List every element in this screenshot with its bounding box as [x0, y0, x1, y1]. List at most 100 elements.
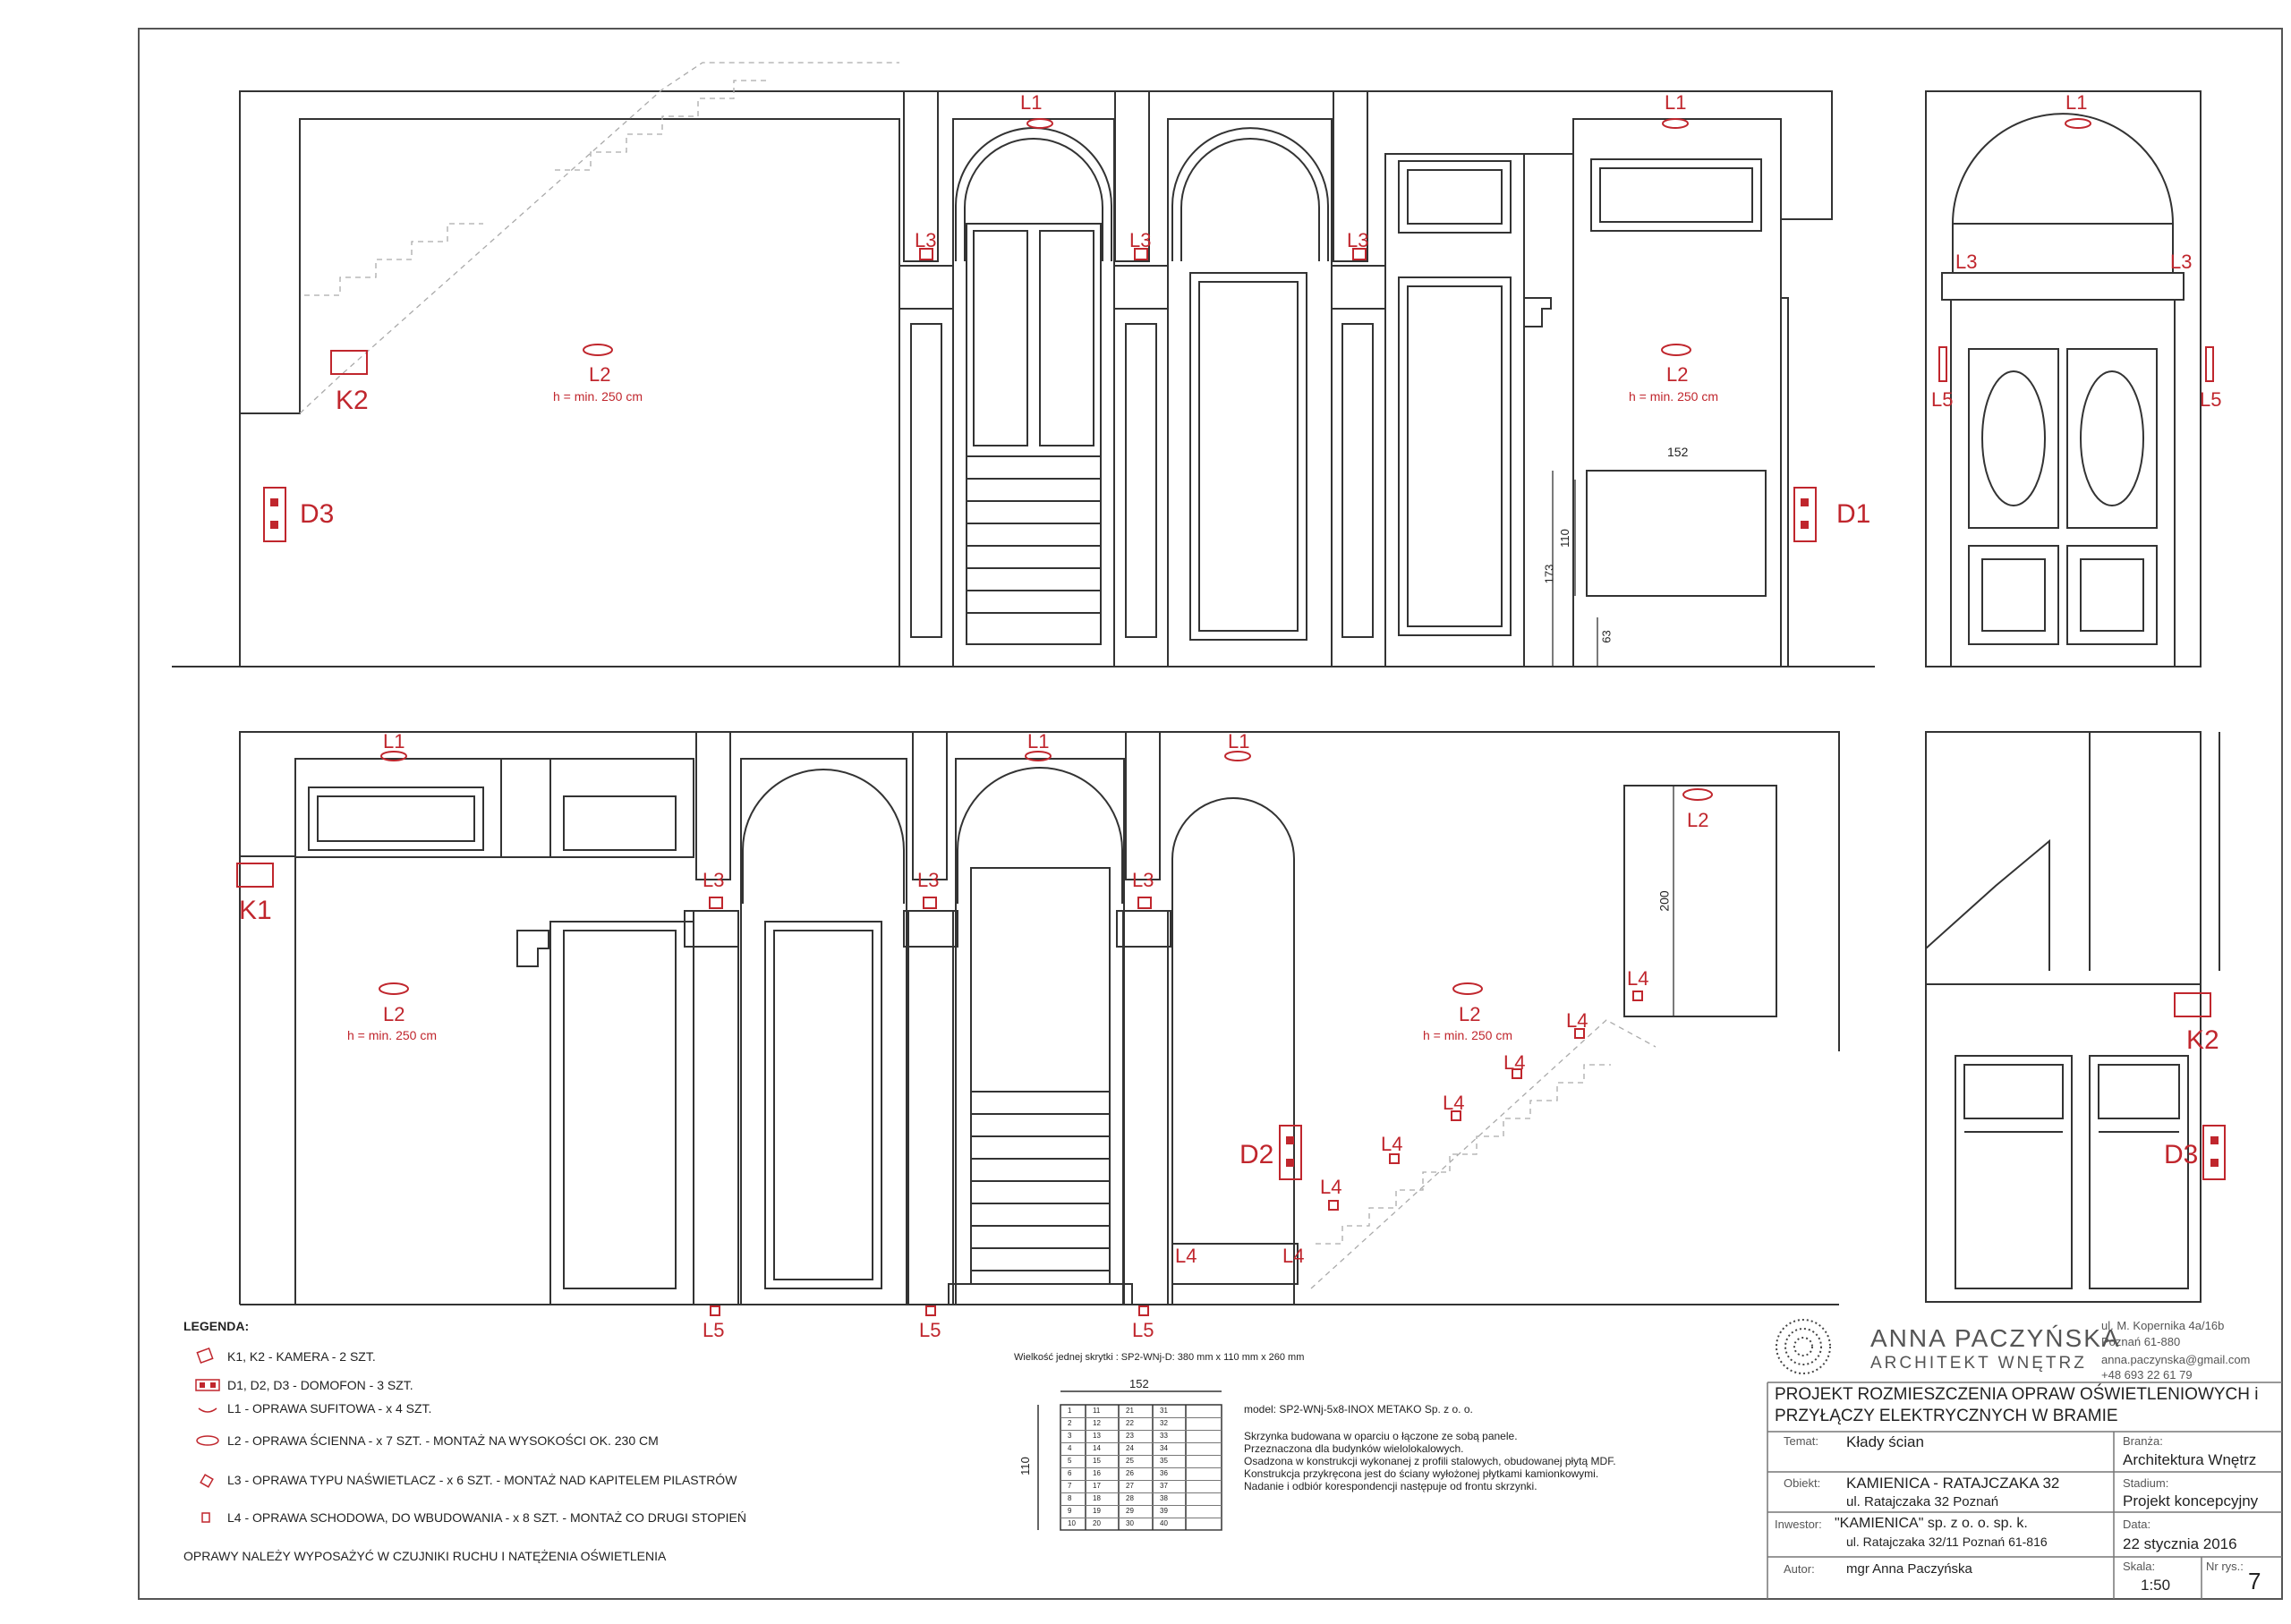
mailbox-note-line: Konstrukcja przykręcona jest do ściany w…	[1244, 1467, 1599, 1480]
temat-label: Temat:	[1784, 1434, 1819, 1448]
mailbox-cell: 5	[1068, 1457, 1072, 1465]
legend-item-domophone: D1, D2, D3 - DOMOFON - 3 SZT.	[195, 1376, 413, 1394]
mailbox-size-note: Wielkość jednej skrytki : SP2-WNj-D: 380…	[1014, 1352, 1305, 1363]
note-height-1: h = min. 250 cm	[553, 389, 643, 404]
dim-mailbox-base: 63	[1599, 630, 1614, 643]
mailbox-row-line	[1060, 1505, 1222, 1506]
label-L1-bottom-3: L1	[1228, 730, 1250, 752]
address-line-1: ul. M. Kopernika 4a/16b	[2101, 1319, 2225, 1332]
mailbox-note-line: Skrzynka budowana w oparciu o łączone ze…	[1244, 1430, 1518, 1442]
mailbox-cell: 1	[1068, 1407, 1072, 1415]
mailbox-cell: 34	[1160, 1444, 1168, 1452]
skala-value: 1:50	[2141, 1577, 2171, 1594]
phone: +48 693 22 61 79	[2101, 1368, 2193, 1382]
legend-item-label: L3 - OPRAWA TYPU NAŚWIETLACZ - x 6 SZT. …	[227, 1473, 737, 1487]
mailbox-cell: 15	[1093, 1457, 1101, 1465]
dim-mailbox-elev: 173	[1542, 564, 1556, 584]
obiekt-value-2: ul. Ratajczaka 32 Poznań	[1846, 1494, 1999, 1509]
mailbox-cell: 9	[1068, 1507, 1072, 1515]
mailbox-cell: 38	[1160, 1494, 1168, 1502]
brand-subtitle: ARCHITEKT WNĘTRZ	[1870, 1354, 2087, 1373]
mailbox-row-line	[1060, 1430, 1222, 1431]
label-L4-2: L4	[1566, 1009, 1588, 1032]
dim-mailbox-height: 110	[1557, 529, 1571, 548]
label-L2-bottom-1: L2	[383, 1003, 405, 1025]
bottom-elevation	[239, 731, 1840, 1305]
top-stair-hidden	[299, 62, 899, 414]
data-value: 22 stycznia 2016	[2123, 1535, 2237, 1552]
label-D2: D2	[1239, 1140, 1274, 1169]
label-L3-1: L3	[915, 229, 937, 251]
wall-light-icon	[195, 1432, 220, 1450]
mailbox-row-line	[1060, 1530, 1222, 1531]
label-L3-8: L3	[1132, 869, 1154, 891]
mailbox-cell: 13	[1093, 1432, 1101, 1440]
mailbox-cell: 24	[1126, 1444, 1134, 1452]
label-D3-top: D3	[300, 499, 335, 529]
mailbox-cell: 21	[1126, 1407, 1134, 1415]
branza-label: Branża:	[2123, 1434, 2163, 1448]
mailbox-cell: 28	[1126, 1494, 1134, 1502]
label-L1-bottom-1: L1	[383, 730, 405, 752]
label-L4-3: L4	[1503, 1051, 1526, 1074]
label-K1: K1	[239, 896, 272, 925]
mailbox-cell: 17	[1093, 1482, 1101, 1490]
mailbox-note-line: Osadzona w konstrukcji wykonanej z profi…	[1244, 1455, 1616, 1467]
label-L1-top-3: L1	[2065, 91, 2088, 114]
label-L5-2: L5	[2200, 388, 2222, 411]
label-L5-1: L5	[1931, 388, 1954, 411]
label-L2-top-2: L2	[1666, 363, 1689, 386]
legend-item-label: K1, K2 - KAMERA - 2 SZT.	[227, 1349, 376, 1364]
label-L2-bottom-2: L2	[1459, 1003, 1481, 1025]
skala-label: Skala:	[2123, 1560, 2156, 1573]
legend-title: LEGENDA:	[183, 1319, 250, 1333]
fixture-symbols	[236, 118, 2226, 1316]
dim-mailbox-width: 152	[1667, 445, 1689, 459]
mailbox-cell: 30	[1126, 1519, 1134, 1527]
note-height-4: h = min. 250 cm	[1423, 1028, 1512, 1042]
legend-item-label: L4 - OPRAWA SCHODOWA, DO WBUDOWANIA - x …	[227, 1510, 747, 1525]
temat-value: Kłady ścian	[1846, 1433, 1924, 1450]
mailbox-note-line: Przeznaczona dla budynków wielolokalowyc…	[1244, 1442, 1464, 1455]
domophone-dots	[270, 498, 2219, 1167]
label-L1-top-1: L1	[1020, 91, 1043, 114]
legend-item-label: L1 - OPRAWA SUFITOWA - x 4 SZT.	[227, 1401, 432, 1416]
dim-mirror-height: 200	[1657, 890, 1672, 912]
mailbox-cell: 20	[1093, 1519, 1101, 1527]
mailbox-cell: 35	[1160, 1457, 1168, 1465]
mailbox-cell: 37	[1160, 1482, 1168, 1490]
mailbox-cell: 6	[1068, 1469, 1072, 1477]
label-L3-4: L3	[1955, 251, 1978, 273]
label-L3-5: L3	[2170, 251, 2193, 273]
email: anna.paczynska@gmail.com	[2101, 1353, 2251, 1366]
branza-value: Architektura Wnętrz	[2123, 1451, 2257, 1468]
inwestor-value-1: "KAMIENICA" sp. z o. o. sp. k.	[1835, 1516, 2028, 1531]
mailbox-cell: 16	[1093, 1469, 1101, 1477]
mailbox-note-line: Nadanie i odbiór korespondencji następuj…	[1244, 1480, 1537, 1492]
label-L3-7: L3	[917, 869, 940, 891]
nr-label: Nr rys.:	[2206, 1560, 2244, 1573]
label-D3-bottom: D3	[2164, 1140, 2199, 1169]
bottom-stair-hidden	[1310, 1019, 1657, 1289]
mailbox-row-line	[1060, 1455, 1222, 1456]
legend-item-stair-light: L4 - OPRAWA SCHODOWA, DO WBUDOWANIA - x …	[195, 1509, 746, 1526]
legend-footer: OPRAWY NALEŻY WYPOSAŻYĆ W CZUJNIKI RUCHU…	[183, 1549, 667, 1563]
label-L3-3: L3	[1347, 229, 1369, 251]
mailbox-cell: 27	[1126, 1482, 1134, 1490]
legend-item-flood-light: L3 - OPRAWA TYPU NAŚWIETLACZ - x 6 SZT. …	[195, 1471, 737, 1489]
camera-icon	[195, 1348, 220, 1365]
obiekt-value-1: KAMIENICA - RATAJCZAKA 32	[1846, 1475, 2060, 1492]
mailbox-cell: 22	[1126, 1419, 1134, 1427]
autor-label: Autor:	[1784, 1562, 1815, 1576]
project-title-2: PRZYŁĄCZY ELEKTRYCZNYCH W BRAMIE	[1775, 1407, 2118, 1425]
legend-item-camera: K1, K2 - KAMERA - 2 SZT.	[195, 1348, 376, 1365]
mailbox-note-width: 152	[1129, 1377, 1149, 1390]
sheet-border	[138, 28, 2283, 1600]
mailbox-cell: 7	[1068, 1482, 1072, 1490]
inwestor-value-2: ul. Ratajczaka 32/11 Poznań 61-816	[1846, 1535, 2048, 1549]
mailbox-diagram	[1037, 1390, 1222, 1531]
label-K2-bottom: K2	[2186, 1025, 2219, 1055]
mailbox-row-line	[1060, 1492, 1222, 1493]
